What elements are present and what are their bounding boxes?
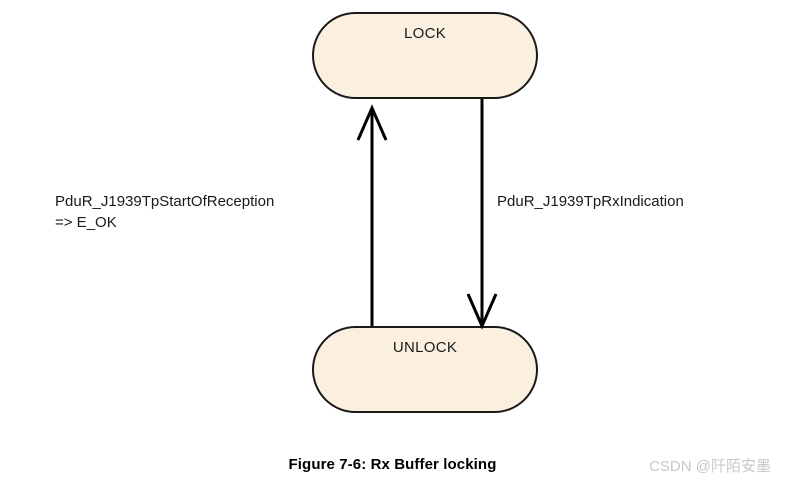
transition-label-lock-to-unlock: PduR_J1939TpRxIndication — [497, 191, 684, 212]
transition-label-unlock-to-lock: PduR_J1939TpStartOfReception => E_OK — [55, 191, 274, 233]
transition-label-line-1: PduR_J1939TpStartOfReception — [55, 193, 275, 210]
figure-caption: Figure 7-6: Rx Buffer locking — [288, 456, 497, 473]
state-label-unlock: UNLOCK — [392, 339, 458, 356]
state-label-lock: LOCK — [403, 25, 447, 42]
state-node-lock[interactable]: LOCK — [312, 12, 538, 99]
arrowhead-down-icon — [466, 293, 498, 330]
transition-label-line-2: => E_OK — [55, 214, 117, 231]
state-node-unlock[interactable]: UNLOCK — [312, 326, 538, 413]
transition-arrow-unlock-to-lock[interactable] — [356, 104, 388, 326]
watermark-text: CSDN @阡陌安墨 — [649, 458, 771, 475]
arrowhead-up-icon — [356, 104, 388, 141]
transition-arrow-lock-to-unlock[interactable] — [466, 99, 498, 330]
transition-label-line-1: PduR_J1939TpRxIndication — [497, 193, 684, 210]
